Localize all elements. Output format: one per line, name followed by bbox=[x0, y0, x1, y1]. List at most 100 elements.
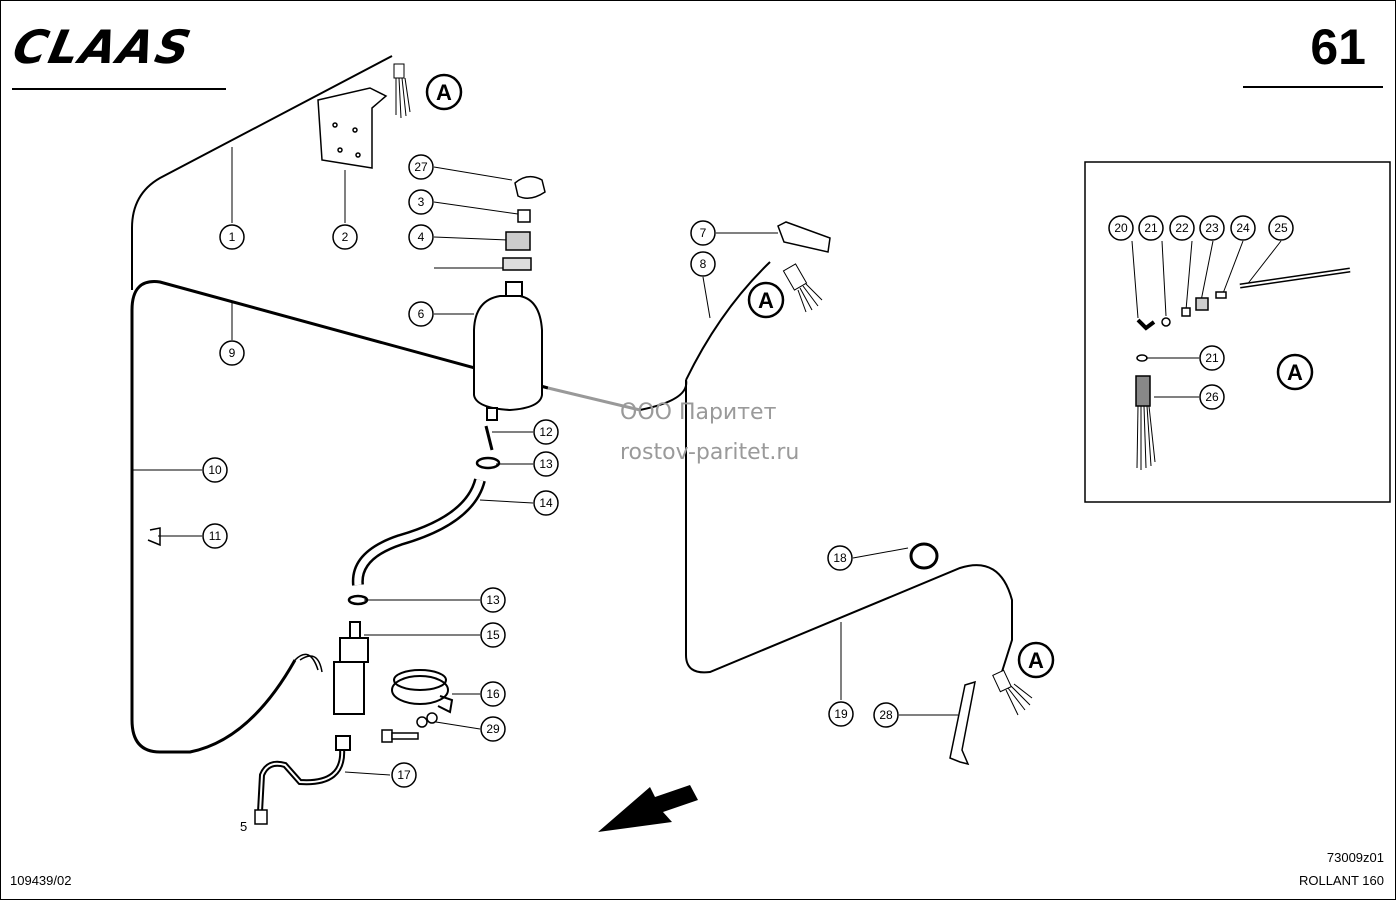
clamp-13-lower bbox=[347, 594, 369, 606]
tube-9-grey bbox=[547, 386, 641, 412]
hose-14-inner bbox=[354, 478, 484, 586]
drawing-id: 73009z01 bbox=[1326, 850, 1384, 865]
tank-6 bbox=[473, 281, 543, 421]
document-id: 109439/02 bbox=[10, 873, 72, 888]
callout-22: 22 bbox=[1169, 215, 1195, 241]
callout-1: 1 bbox=[219, 224, 245, 250]
bracket-7 bbox=[777, 221, 831, 253]
svg-text:17: 17 bbox=[397, 768, 411, 782]
bolt-29 bbox=[381, 712, 438, 743]
svg-text:10: 10 bbox=[208, 463, 222, 477]
svg-text:21: 21 bbox=[1144, 221, 1158, 235]
callout-17: 17 bbox=[391, 762, 417, 788]
callout-13: 13 bbox=[533, 451, 559, 477]
callout-11: 11 bbox=[202, 523, 228, 549]
callout-28: 28 bbox=[873, 702, 899, 728]
detail-inset-a bbox=[1084, 161, 1391, 503]
svg-text:A: A bbox=[1028, 648, 1044, 673]
callout-18: 18 bbox=[827, 545, 853, 571]
svg-text:25: 25 bbox=[1274, 221, 1288, 235]
svg-text:20: 20 bbox=[1114, 221, 1128, 235]
callout-23: 23 bbox=[1199, 215, 1225, 241]
callout-6: 6 bbox=[408, 301, 434, 327]
svg-text:14: 14 bbox=[539, 496, 553, 510]
svg-text:27: 27 bbox=[414, 160, 428, 174]
tube-1 bbox=[131, 55, 393, 290]
svg-text:23: 23 bbox=[1205, 221, 1219, 235]
view-marker-a-2: A bbox=[747, 281, 785, 319]
bracket-2 bbox=[317, 87, 388, 169]
svg-text:6: 6 bbox=[418, 307, 425, 321]
svg-text:A: A bbox=[758, 288, 774, 313]
view-marker-a-4: A bbox=[1276, 353, 1314, 391]
callout-20: 20 bbox=[1108, 215, 1134, 241]
view-marker-a-3: A bbox=[1017, 641, 1055, 679]
callout-27: 27 bbox=[408, 154, 434, 180]
nut-3 bbox=[517, 209, 531, 223]
callout-19: 19 bbox=[828, 701, 854, 727]
clamp-16 bbox=[391, 669, 454, 714]
svg-text:4: 4 bbox=[418, 230, 425, 244]
callout-14: 14 bbox=[533, 490, 559, 516]
clamp-18 bbox=[909, 542, 939, 570]
svg-text:8: 8 bbox=[700, 257, 707, 271]
watermark-company: ООО Паритет bbox=[620, 400, 777, 425]
svg-text:3: 3 bbox=[418, 195, 425, 209]
callout-8: 8 bbox=[690, 251, 716, 277]
callout-21: 21 bbox=[1138, 215, 1164, 241]
svg-text:1: 1 bbox=[229, 230, 236, 244]
svg-text:28: 28 bbox=[879, 708, 893, 722]
tube-8-upper bbox=[685, 261, 771, 381]
svg-text:29: 29 bbox=[486, 722, 500, 736]
callout-12: 12 bbox=[533, 419, 559, 445]
svg-text:16: 16 bbox=[486, 687, 500, 701]
ring-4 bbox=[505, 231, 531, 251]
nut-5 bbox=[254, 809, 268, 825]
wire-bundle-19 bbox=[992, 669, 1033, 716]
svg-text:12: 12 bbox=[539, 425, 553, 439]
header-rule-left bbox=[12, 88, 226, 90]
svg-text:A: A bbox=[1287, 360, 1303, 385]
ring-5 bbox=[502, 257, 532, 271]
clip-11 bbox=[147, 527, 161, 547]
header-rule-right bbox=[1243, 86, 1383, 88]
bracket-28 bbox=[949, 680, 976, 766]
wire-bundle-8 bbox=[782, 263, 823, 313]
callout-24: 24 bbox=[1230, 215, 1256, 241]
svg-text:7: 7 bbox=[700, 226, 707, 240]
callout-29: 29 bbox=[480, 716, 506, 742]
callout-7: 7 bbox=[690, 220, 716, 246]
callout-4: 4 bbox=[408, 224, 434, 250]
svg-text:9: 9 bbox=[229, 346, 236, 360]
callout-2: 2 bbox=[332, 224, 358, 250]
svg-text:19: 19 bbox=[834, 707, 848, 721]
pipe-17 bbox=[257, 747, 346, 813]
svg-text:15: 15 bbox=[486, 628, 500, 642]
callout-25: 25 bbox=[1268, 215, 1294, 241]
svg-text:11: 11 bbox=[209, 529, 222, 543]
svg-text:13: 13 bbox=[539, 457, 553, 471]
svg-text:22: 22 bbox=[1175, 221, 1189, 235]
view-marker-a-1: A bbox=[425, 73, 463, 111]
svg-text:21: 21 bbox=[1205, 351, 1219, 365]
callout-5: 5 bbox=[240, 819, 247, 834]
cap-27 bbox=[514, 175, 546, 199]
svg-text:26: 26 bbox=[1205, 390, 1219, 404]
pump-15 bbox=[333, 621, 369, 751]
clamp-13-upper bbox=[475, 456, 501, 470]
callout-15: 15 bbox=[480, 622, 506, 648]
tube-8-19 bbox=[639, 379, 1013, 679]
pin-12 bbox=[484, 425, 494, 451]
svg-text:18: 18 bbox=[833, 551, 847, 565]
svg-text:2: 2 bbox=[342, 230, 349, 244]
direction-arrow bbox=[598, 785, 698, 832]
callout-26: 26 bbox=[1199, 384, 1225, 410]
tube-9-10 bbox=[130, 280, 549, 754]
pipe-17-inner bbox=[259, 747, 344, 813]
callout-3: 3 bbox=[408, 189, 434, 215]
page-number: 61 bbox=[1310, 19, 1366, 75]
model-name: ROLLANT 160 bbox=[1298, 873, 1384, 888]
callout-16: 16 bbox=[480, 681, 506, 707]
callout-13: 13 bbox=[480, 587, 506, 613]
